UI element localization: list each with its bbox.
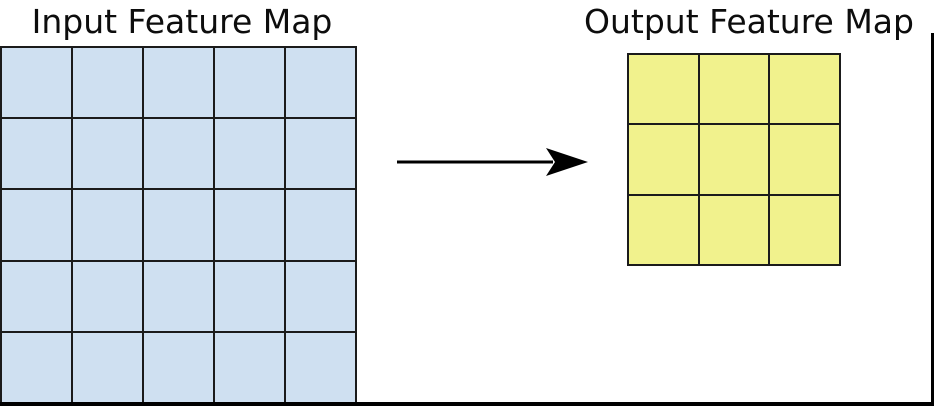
input-grid-cell <box>144 48 213 118</box>
input-grid-cell <box>144 261 213 331</box>
right-arrow-icon <box>397 148 588 176</box>
input-grid-cell <box>73 332 142 402</box>
output-grid-cell <box>770 55 839 124</box>
input-grid-cell <box>2 119 71 189</box>
input-grid-cell <box>144 119 213 189</box>
input-grid-cell <box>73 261 142 331</box>
output-grid-cell <box>699 195 769 264</box>
input-grid-cell <box>2 48 71 118</box>
input-grid-cell <box>215 190 284 260</box>
input-grid-cell <box>144 190 213 260</box>
output-grid-cell <box>699 125 769 194</box>
output-grid-cell <box>629 195 698 264</box>
input-grid-cell <box>73 119 142 189</box>
input-grid-cell <box>215 261 284 331</box>
input-grid-cell <box>144 332 213 402</box>
input-grid-cell <box>73 48 142 118</box>
input-grid-cell <box>286 332 355 402</box>
input-grid-cell <box>286 48 355 118</box>
output-feature-map-grid <box>627 53 841 266</box>
input-grid-cell <box>73 190 142 260</box>
output-grid-cell <box>699 55 769 124</box>
output-grid-cell <box>770 125 839 194</box>
output-grid-cell <box>629 125 698 194</box>
input-feature-map-grid <box>0 46 357 404</box>
input-grid-cell <box>215 332 284 402</box>
input-grid-cell <box>2 190 71 260</box>
arrow-head <box>546 148 588 176</box>
input-grid-cell <box>2 332 71 402</box>
frame-bottom-line <box>0 402 934 406</box>
output-grid-cell <box>770 195 839 264</box>
input-grid-cell <box>286 190 355 260</box>
input-grid-cell <box>286 261 355 331</box>
input-grid-cell <box>215 119 284 189</box>
input-grid-cell <box>2 261 71 331</box>
output-grid-cell <box>629 55 698 124</box>
output-feature-map-title: Output Feature Map <box>584 2 914 41</box>
input-grid-cell <box>286 119 355 189</box>
frame-right-line <box>931 33 934 406</box>
input-grid-cell <box>215 48 284 118</box>
input-feature-map-title: Input Feature Map <box>31 2 333 41</box>
